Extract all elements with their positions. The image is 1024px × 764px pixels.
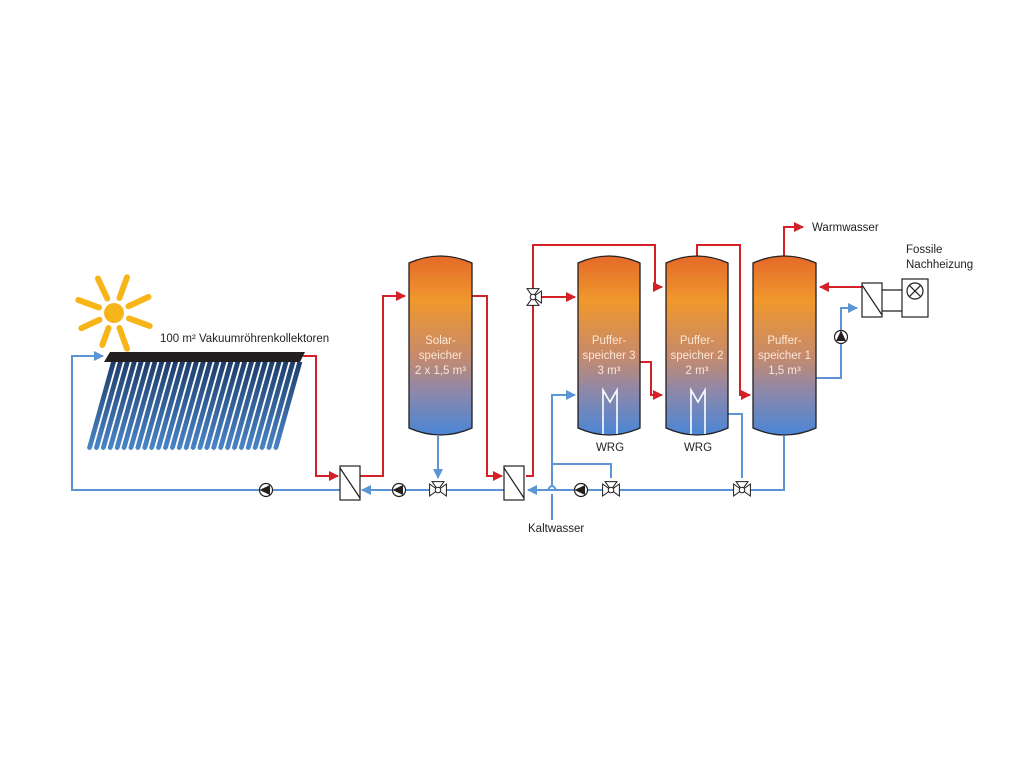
collector-tube — [93, 362, 123, 450]
pump-icon — [391, 482, 407, 498]
collector-tube — [273, 362, 303, 450]
kaltwasser-bypass-pipe — [552, 463, 612, 478]
solar-tank-charge-pipe — [360, 291, 406, 477]
collector-tube — [197, 362, 227, 450]
pump-icon — [258, 482, 274, 498]
collector-tube — [156, 362, 185, 450]
collector-return-pipe — [71, 351, 360, 491]
heat-exchanger-2 — [503, 465, 525, 501]
three-way-valve-icon — [429, 481, 447, 497]
collector-tube — [128, 362, 158, 450]
solar-discharge-pipe — [472, 295, 503, 481]
puffer-charge-pipe — [526, 244, 663, 477]
tank-puffer3-label-2: 3 m³ — [598, 365, 621, 377]
fossile-label-1: Fossile — [906, 244, 942, 256]
fossil-boiler — [901, 278, 929, 318]
collector-tube — [176, 362, 206, 450]
collector-tube — [218, 362, 248, 450]
collector-tube — [107, 362, 137, 450]
fossile-label-2: Nachheizung — [906, 259, 973, 271]
collector-tube — [259, 362, 289, 450]
kaltwasser-label: Kaltwasser — [528, 523, 584, 535]
collector-tube — [245, 362, 275, 450]
collector-tube — [114, 362, 144, 450]
warmwasser-pipe — [783, 222, 804, 256]
tank-puffer2-label-2: 2 m³ — [686, 365, 709, 377]
three-way-valve-icon — [733, 481, 751, 497]
collector-tube — [121, 362, 151, 450]
three-way-valve-icon — [602, 481, 620, 497]
collector-tube — [149, 362, 179, 450]
wrg-coil-puffer3 — [602, 387, 618, 434]
puffer2-bottom-pipe — [728, 413, 743, 478]
sun-icon — [75, 274, 153, 352]
pump-icon — [833, 329, 849, 345]
collector-tube — [142, 362, 172, 450]
tank-puffer3-label-0: Puffer- — [592, 335, 626, 347]
wrg-coil-puffer2 — [690, 387, 706, 434]
collector-header — [104, 352, 305, 362]
collector-tube — [100, 362, 130, 450]
kaltwasser-pipe — [551, 395, 575, 520]
tank-solar-label-2: 2 x 1,5 m³ — [415, 365, 466, 377]
heat-exchanger-1 — [339, 465, 361, 501]
collector-tube — [225, 362, 254, 450]
tank-solar-label-0: Solar- — [425, 335, 456, 347]
tank-puffer2-label-0: Puffer- — [680, 335, 714, 347]
collector-tube — [211, 362, 241, 450]
tank-puffer1-label-2: 1,5 m³ — [768, 365, 801, 377]
collector-tube — [87, 362, 116, 450]
tank-puffer3: Puffer-speicher 3 3 m³ — [577, 255, 641, 436]
collector-label: 100 m² Vakuumröhrenkollektoren — [160, 333, 329, 345]
tank-solar: Solar-speicher 2 x 1,5 m³ — [408, 255, 473, 436]
backup-heat-return-pipe — [816, 303, 858, 379]
vacuum-tube-collector — [87, 352, 305, 450]
puffer2-to-puffer1-pipe — [696, 244, 751, 400]
collector-tube — [183, 362, 213, 450]
pump-icon — [573, 482, 589, 498]
tank-puffer2: Puffer-speicher 2 2 m³ — [665, 255, 729, 436]
tank-puffer1: Puffer-speicher 1 1,5 m³ — [752, 255, 817, 436]
three-way-valve-icon — [526, 288, 542, 306]
burner-icon — [906, 282, 924, 300]
tank-solar-label-1: speicher — [419, 350, 463, 362]
tank-puffer3-label-1: speicher 3 — [582, 350, 635, 362]
collector-tube — [238, 362, 268, 450]
collector-tube — [162, 362, 192, 450]
wrg3-label: WRG — [596, 442, 624, 454]
pipe-crossover — [547, 485, 557, 491]
collector-tube — [204, 362, 234, 450]
puffer3-to-puffer2-pipe — [640, 361, 663, 400]
collector-tube — [252, 362, 282, 450]
heat-exchanger-3 — [861, 282, 902, 318]
collector-tube — [266, 362, 296, 450]
collector-tube — [169, 362, 199, 450]
collector-tubes — [87, 362, 303, 450]
wrg2-label: WRG — [684, 442, 712, 454]
warmwasser-label: Warmwasser — [812, 222, 879, 234]
tank-puffer1-label-1: speicher 1 — [758, 350, 811, 362]
collector-tube — [190, 362, 220, 450]
collector-tube — [231, 362, 261, 450]
collector-flow-pipe — [303, 355, 339, 481]
pipe-network — [71, 222, 862, 520]
tank-puffer1-label-0: Puffer- — [767, 335, 801, 347]
tank-puffer2-label-1: speicher 2 — [670, 350, 723, 362]
collector-tube — [135, 362, 165, 450]
